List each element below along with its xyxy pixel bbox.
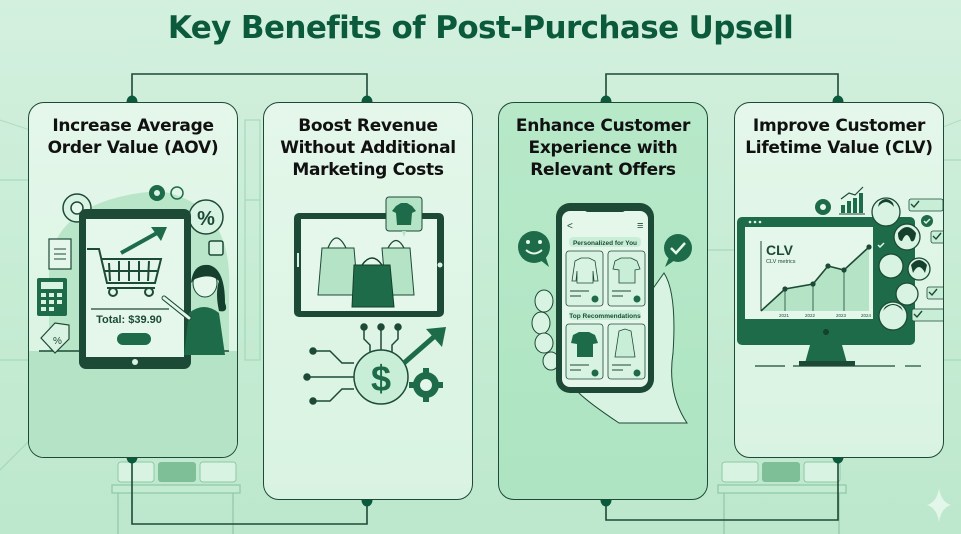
card-title: Improve Customer Lifetime Value (CLV) (745, 116, 933, 158)
shopping-bags-icon (317, 237, 415, 308)
card-title: Enhance Customer Experience with Relevan… (515, 116, 691, 180)
sparkle-icon (927, 488, 951, 522)
gear-icon (409, 368, 443, 402)
personalized-heading: Personalized for You (573, 240, 637, 247)
svg-text:2024: 2024 (861, 313, 872, 318)
svg-text:$: $ (371, 358, 391, 399)
svg-text:2021: 2021 (779, 313, 790, 318)
shopping-cart-icon (87, 248, 163, 297)
revenue-illustration: $ (294, 196, 446, 405)
benefit-card-clv: Improve Customer Lifetime Value (CLV) CL… (734, 102, 944, 458)
clv-line-chart: CLV CLV metrics 2021 2022 2023 2024 (760, 241, 872, 318)
gear-icon (815, 199, 831, 215)
checkmark-icon (875, 215, 933, 251)
svg-text:%: % (197, 208, 215, 230)
svg-text:<: < (567, 221, 573, 232)
trend-arrow-icon (120, 227, 167, 255)
clv-chart-title: CLV (766, 242, 794, 258)
smartphone-icon: < ≡ Personalized for You Top Recommendat… (556, 203, 654, 393)
circuit-icon (303, 323, 402, 405)
svg-text:2022: 2022 (805, 313, 816, 318)
benefit-card-aov: Increase Average Order Value (AOV) % % (28, 102, 238, 458)
svg-text:%: % (53, 336, 62, 347)
total-label: Total: $39.90 (96, 314, 162, 326)
calculator-icon (37, 278, 67, 316)
clv-illustration: CLV CLV metrics 2021 2022 2023 2024 (737, 186, 943, 367)
smiley-bubble-icon (518, 231, 550, 267)
receipt-icon (48, 238, 72, 270)
benefit-card-experience: Enhance Customer Experience with Relevan… (498, 102, 708, 500)
dollar-coin-icon: $ (353, 349, 409, 405)
recommendations-heading: Top Recommendations (569, 313, 641, 320)
woman-pointing-figure (161, 264, 227, 355)
trend-arrow-icon (402, 327, 446, 365)
tshirt-icon (385, 196, 423, 237)
svg-text:≡: ≡ (637, 220, 643, 232)
percent-bubble-icon: % (188, 199, 224, 235)
clv-chart-subtitle: CLV metrics (766, 259, 796, 265)
check-bubble-icon (664, 234, 692, 267)
experience-illustration: < ≡ Personalized for You Top Recommendat… (518, 203, 692, 424)
page-title: Key Benefits of Post-Purchase Upsell (167, 10, 794, 46)
bar-chart-icon (839, 186, 865, 215)
card-title: Boost Revenue Without Additional Marketi… (280, 116, 456, 180)
svg-text:2023: 2023 (836, 313, 847, 318)
aov-illustration: % % Total: $39.90 (29, 185, 237, 457)
price-tag-icon: % (40, 322, 70, 354)
benefit-card-revenue: Boost Revenue Without Additional Marketi… (263, 102, 473, 500)
card-title: Increase Average Order Value (AOV) (47, 116, 219, 158)
